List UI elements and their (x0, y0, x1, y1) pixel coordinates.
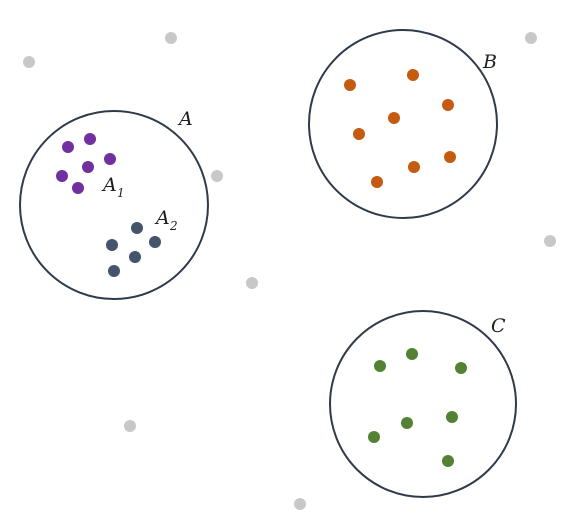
subcluster-a1-point (84, 133, 96, 145)
cluster-b-point (407, 69, 419, 81)
subcluster-a2-point (106, 239, 118, 251)
subcluster-a1-subscript: 1 (117, 186, 125, 200)
subcluster-a2-point (108, 265, 120, 277)
subcluster-a2-point (129, 251, 141, 263)
subcluster-a1-point (72, 182, 84, 194)
subcluster-a2-subscript: 2 (169, 219, 178, 233)
background-point (124, 420, 136, 432)
background-point (544, 235, 556, 247)
cluster-c-point (446, 411, 458, 423)
cluster-b-point (353, 128, 365, 140)
subcluster-a2-point (149, 236, 161, 248)
cluster-b-label: B (482, 51, 497, 73)
subcluster-a1-point (56, 170, 68, 182)
background-point (23, 56, 35, 68)
cluster-b-point (344, 79, 356, 91)
background-point (294, 498, 306, 510)
cluster-b-point (408, 161, 420, 173)
points-layer (23, 32, 556, 510)
cluster-c-point (442, 455, 454, 467)
subcluster-a1-label: A (101, 174, 117, 196)
subcluster-a2-label: A (154, 207, 170, 229)
subcluster-a1-point (82, 161, 94, 173)
cluster-c-point (368, 431, 380, 443)
cluster-b-point (444, 151, 456, 163)
background-point (525, 32, 537, 44)
cluster-b-point (442, 99, 454, 111)
cluster-c-point (401, 417, 413, 429)
subcluster-a1-point (62, 141, 74, 153)
cluster-a-circle (19, 110, 209, 300)
background-point (211, 170, 223, 182)
subcluster-a1-point (104, 153, 116, 165)
cluster-b-point (388, 112, 400, 124)
background-point (165, 32, 177, 44)
cluster-c-point (406, 348, 418, 360)
cluster-c-point (374, 360, 386, 372)
cluster-b-circle (308, 29, 498, 219)
cluster-a-label: A (177, 108, 193, 130)
cluster-c-point (455, 362, 467, 374)
subcluster-a2-point (131, 222, 143, 234)
cluster-b-point (371, 176, 383, 188)
cluster-c-circle (329, 310, 517, 498)
background-point (246, 277, 258, 289)
cluster-c-label: C (491, 315, 506, 337)
